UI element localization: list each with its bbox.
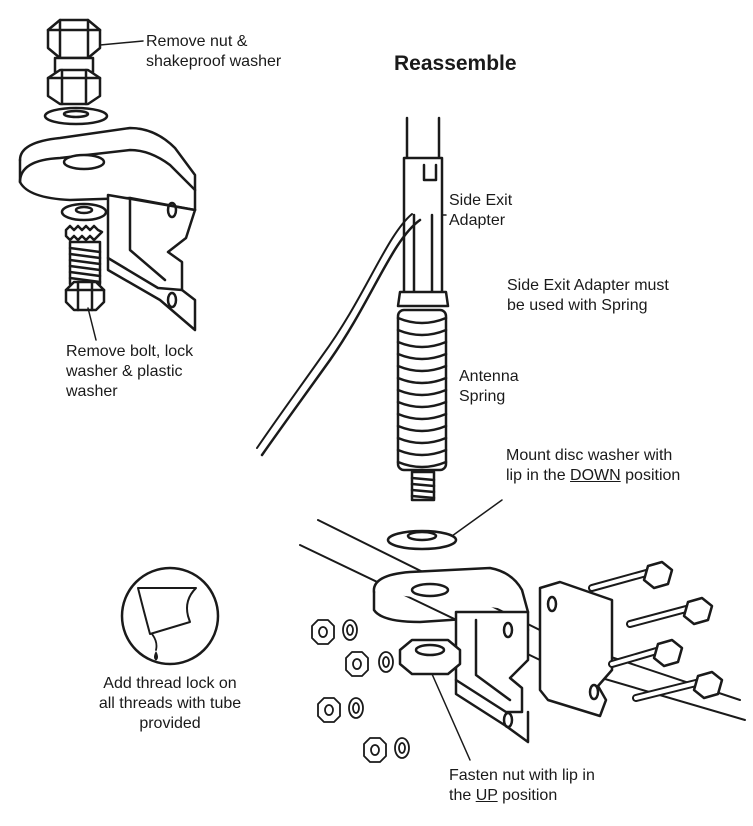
label-fasten-nut-prefix: Fasten nut with lip in the <box>449 767 595 804</box>
top-nut <box>46 18 102 106</box>
leader-disc-washer <box>451 499 503 537</box>
label-remove-nut: Remove nut & shakeproof washer <box>146 33 282 70</box>
label-fasten-nut-emph: UP <box>475 787 498 804</box>
shakeproof-washer <box>43 106 109 126</box>
label-disc-washer-emph: DOWN <box>570 467 621 484</box>
thread-lock-inset <box>120 566 220 666</box>
label-fasten-nut: Fasten nut with lip in the UP position <box>449 766 595 806</box>
label-thread-lock: Add thread lock on all threads with tube… <box>98 675 242 732</box>
side-exit-adapter <box>396 156 450 308</box>
label-disc-washer-suffix: position <box>620 467 681 484</box>
bolt <box>64 240 106 312</box>
small-nuts-and-washers <box>311 619 410 763</box>
lipped-nut <box>398 638 462 676</box>
plastic-washer <box>60 202 108 222</box>
page-title: Reassemble <box>394 52 517 75</box>
label-side-exit-note: Side Exit Adapter must be used with Spri… <box>507 277 669 314</box>
disc-washer <box>386 529 458 551</box>
label-antenna-spring: Antenna Spring <box>459 368 519 405</box>
label-remove-bolt: Remove bolt, lock washer & plastic washe… <box>66 343 194 400</box>
leader-remove-nut <box>99 40 144 46</box>
antenna-spring <box>396 308 448 472</box>
antenna-rod <box>405 116 441 160</box>
leader-fasten-nut <box>431 673 471 761</box>
long-bolts <box>588 560 724 702</box>
label-disc-washer: Mount disc washer with lip in the DOWN p… <box>506 446 680 486</box>
top-bracket <box>18 126 197 332</box>
clamp-plate <box>538 580 614 718</box>
label-fasten-nut-suffix: position <box>497 787 558 804</box>
lock-washer <box>64 224 104 242</box>
leader-remove-bolt <box>87 307 97 341</box>
label-disc-washer-prefix: Mount disc washer with lip in the <box>506 447 673 484</box>
antenna-cable <box>260 218 422 457</box>
label-side-exit-adapter: Side Exit Adapter <box>449 192 513 229</box>
bottom-bracket <box>372 566 530 744</box>
threaded-stud <box>410 470 436 502</box>
